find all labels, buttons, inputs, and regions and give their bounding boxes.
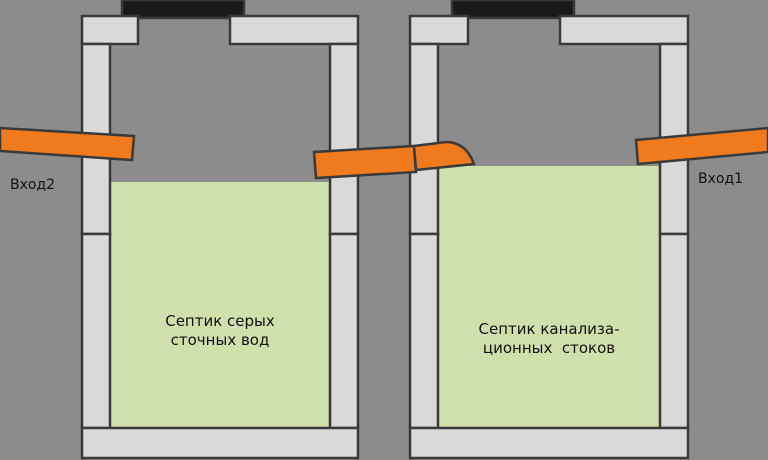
tank-left	[80, 0, 360, 460]
pipe-inlet-right	[634, 126, 768, 166]
tank-left-wall-right-upper	[328, 42, 360, 236]
tank-right-wall-left-lower	[408, 232, 440, 430]
tank-left-caption-line1: Септик серых	[165, 312, 275, 330]
tank-left-top-slab-right	[228, 14, 360, 46]
tank-right-cover	[450, 0, 576, 20]
tank-right-caption: Септик канализа- ционных стоков	[438, 320, 660, 358]
tank-left-top-slab-left	[80, 14, 140, 46]
tank-right-top-slab-right	[558, 14, 690, 46]
tank-right	[408, 0, 690, 460]
pipe-inlet-left	[0, 126, 136, 162]
tank-left-cover	[120, 0, 246, 20]
tank-right-water	[438, 166, 660, 428]
tank-right-caption-line2: ционных стоков	[482, 339, 616, 357]
tank-left-bottom-slab	[80, 426, 360, 460]
tank-right-bottom-slab	[408, 426, 690, 460]
tank-left-water	[110, 182, 330, 428]
tank-right-wall-right-lower	[658, 232, 690, 430]
pipe-elbow	[412, 140, 476, 172]
tank-right-caption-line1: Септик канализа-	[478, 320, 620, 338]
tank-left-wall-left-lower	[80, 232, 112, 430]
pipes	[0, 126, 768, 180]
tank-right-wall-left-upper	[408, 42, 440, 236]
tank-left-wall-right-lower	[328, 232, 360, 430]
tank-right-top-slab-left	[408, 14, 470, 46]
inlet-right-label: Вход1	[698, 171, 744, 187]
tank-left-caption: Септик серых сточных вод	[110, 312, 330, 350]
pipe-connector	[312, 144, 418, 180]
tank-left-caption-line2: сточных вод	[170, 331, 270, 349]
inlet-left-label: Вход2	[10, 177, 56, 193]
